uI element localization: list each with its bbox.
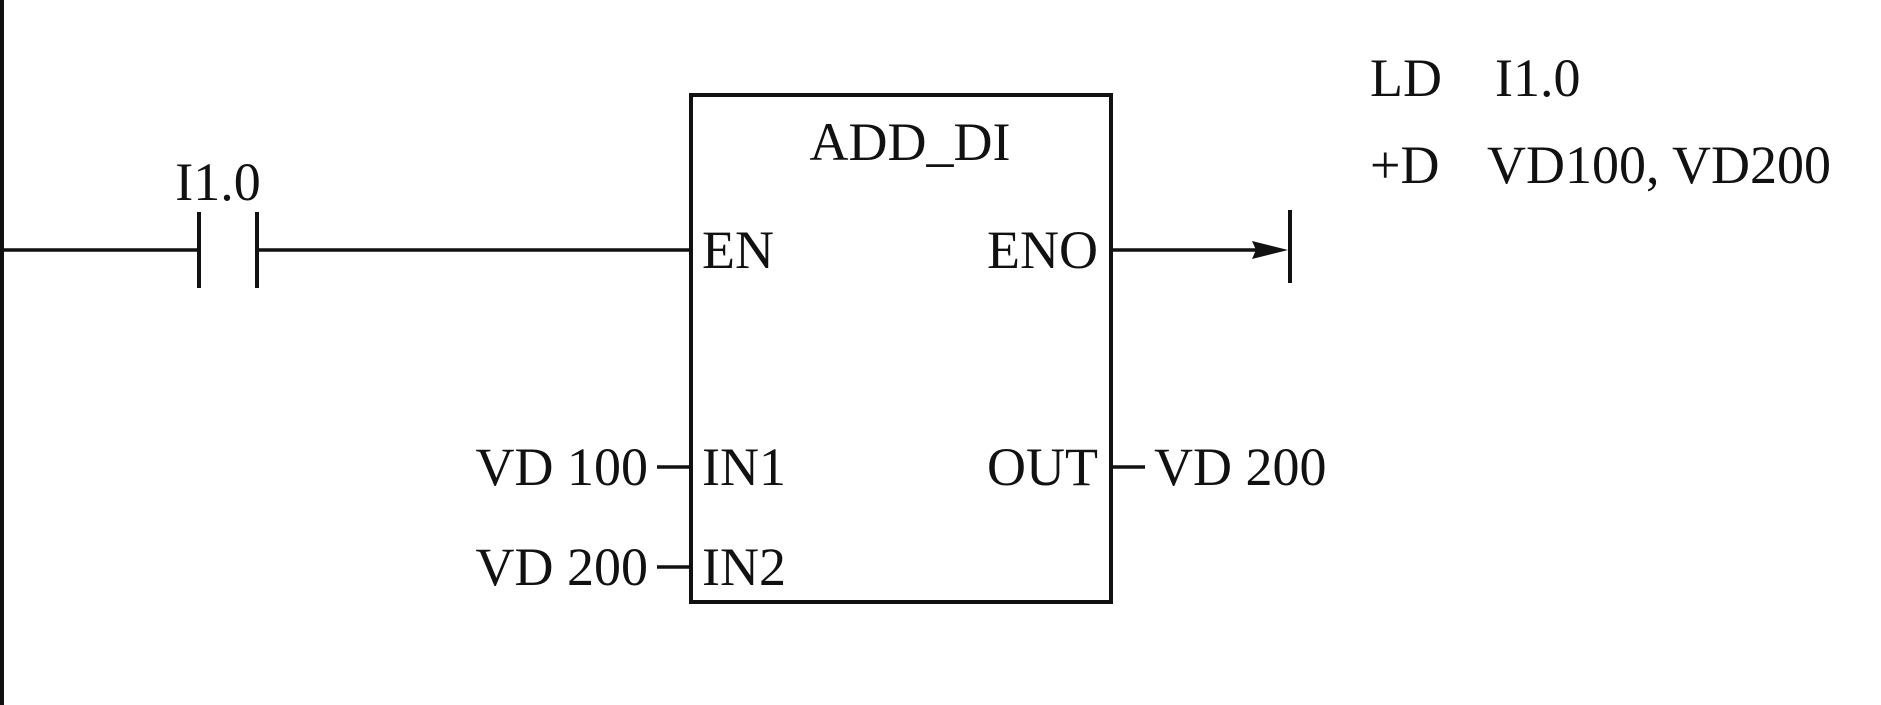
contact-label: I1.0 (175, 152, 260, 212)
in2-operand: VD 200 (476, 537, 649, 597)
contact-no (197, 212, 259, 288)
stl-args: I1.0 (1495, 48, 1580, 108)
stl-args: VD100, VD200 (1487, 135, 1831, 195)
eno-label: ENO (987, 220, 1098, 280)
block-name: ADD_DI (810, 112, 1011, 172)
stl-op: LD (1370, 48, 1442, 108)
in1-operand: VD 100 (476, 437, 649, 497)
stl-op: +D (1370, 135, 1439, 195)
in1-label: IN1 (702, 437, 786, 497)
out-label: OUT (987, 437, 1098, 497)
in2-label: IN2 (702, 537, 786, 597)
out-operand: VD 200 (1154, 437, 1327, 497)
statement-list: LD I1.0 +D VD100, VD200 (1370, 48, 1831, 195)
en-label: EN (702, 220, 774, 280)
function-block (689, 93, 1113, 604)
eno-arrow-head (1252, 241, 1288, 259)
